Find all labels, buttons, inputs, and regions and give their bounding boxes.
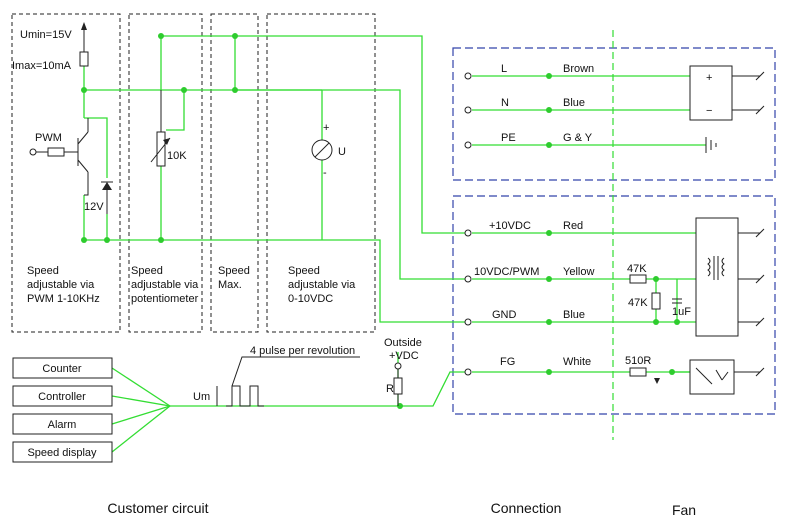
wire-blue-gnd: Blue bbox=[563, 309, 585, 321]
wire-white: White bbox=[563, 356, 591, 368]
block2-line3: potentiometer bbox=[131, 293, 199, 305]
resistor-r: R bbox=[386, 383, 394, 395]
fan-plus: + bbox=[706, 72, 712, 84]
meter-plus: + bbox=[323, 122, 329, 134]
device-controller: Controller bbox=[38, 391, 86, 403]
umin-label: Umin=15V bbox=[20, 29, 72, 41]
block4-line3: 0-10VDC bbox=[288, 293, 333, 305]
wire-gy: G & Y bbox=[563, 132, 593, 144]
wire-red: Red bbox=[563, 220, 583, 232]
pin-n: N bbox=[501, 97, 509, 109]
block3-line1: Speed bbox=[218, 265, 250, 277]
cap-label: 1uF bbox=[672, 306, 691, 318]
pin-fg: FG bbox=[500, 356, 515, 368]
block2-line2: adjustable via bbox=[131, 279, 199, 291]
block1-line2: adjustable via bbox=[27, 279, 95, 291]
r47k-a: 47K bbox=[627, 263, 647, 275]
outside-vdc: +VDC bbox=[389, 350, 419, 362]
zener-label: 12V bbox=[84, 201, 104, 213]
footer-customer: Customer circuit bbox=[107, 500, 208, 516]
meter-u: U bbox=[338, 146, 346, 158]
pot-label: 10K bbox=[167, 150, 187, 162]
outside-label: Outside bbox=[384, 337, 422, 349]
block1-line3: PWM 1-10KHz bbox=[27, 293, 100, 305]
block2-line1: Speed bbox=[131, 265, 163, 277]
device-counter: Counter bbox=[42, 363, 81, 375]
device-alarm: Alarm bbox=[48, 419, 77, 431]
pwm-label: PWM bbox=[35, 132, 62, 144]
junction-dots bbox=[81, 33, 680, 409]
pin-pwm: 10VDC/PWM bbox=[474, 266, 539, 278]
r47k-b: 47K bbox=[628, 297, 648, 309]
um-label: Um bbox=[193, 391, 210, 403]
green-wires bbox=[83, 35, 706, 453]
block1-line1: Speed bbox=[27, 265, 59, 277]
fan-minus: − bbox=[706, 105, 712, 117]
block4-line1: Speed bbox=[288, 265, 320, 277]
pulse-note: 4 pulse per revolution bbox=[250, 345, 355, 357]
components bbox=[29, 22, 765, 407]
wire-yellow: Yellow bbox=[563, 266, 594, 278]
pin-10vdc: +10VDC bbox=[489, 220, 531, 232]
device-speed-display: Speed display bbox=[27, 447, 97, 459]
pin-l: L bbox=[501, 63, 507, 75]
block4-line2: adjustable via bbox=[288, 279, 356, 291]
customer-blocks bbox=[11, 13, 376, 333]
r510-label: 510R bbox=[625, 355, 651, 367]
imax-label: Imax=10mA bbox=[12, 60, 72, 72]
wire-blue-power: Blue bbox=[563, 97, 585, 109]
pin-pe: PE bbox=[501, 132, 516, 144]
footer-connection: Connection bbox=[491, 500, 562, 516]
device-boxes bbox=[12, 357, 113, 463]
meter-minus: - bbox=[323, 167, 327, 179]
wire-brown: Brown bbox=[563, 63, 594, 75]
block3-line2: Max. bbox=[218, 279, 242, 291]
pin-gnd: GND bbox=[492, 309, 517, 321]
footer-fan: Fan bbox=[672, 502, 696, 518]
